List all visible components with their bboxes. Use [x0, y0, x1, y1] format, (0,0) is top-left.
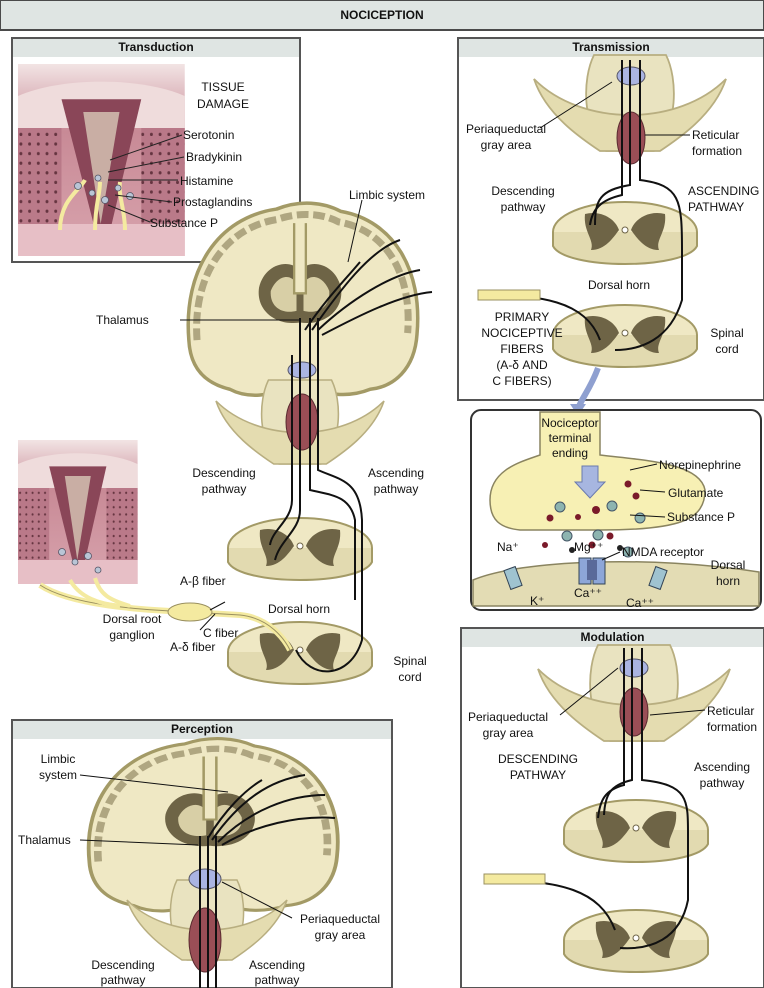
- transmission-reticular-label-line1: Reticular: [692, 128, 739, 142]
- primary-nociceptive-label-line5: C FIBERS): [472, 374, 572, 388]
- norepinephrine-label: Norepinephrine: [659, 458, 741, 472]
- serotonin-label: Serotonin: [183, 128, 234, 142]
- modulation-pag-label-line1: Periaqueductal: [458, 710, 558, 724]
- modulation-reticular-label-line1: Reticular: [707, 704, 754, 718]
- substance-p-label: Substance P: [150, 216, 218, 230]
- primary-nociceptive-label-line1: PRIMARY: [472, 310, 572, 324]
- perception-limbic-label-line2: system: [28, 768, 88, 782]
- tissue-damage-label-line2: DAMAGE: [188, 97, 258, 111]
- transmission-spinal-label-line1: Spinal: [702, 326, 752, 340]
- ca-ion-label-2: Ca⁺⁺: [626, 596, 654, 610]
- transmission-spinal-label-line2: cord: [702, 342, 752, 356]
- page-title: NOCICEPTION: [0, 6, 764, 24]
- spinal-cord-label-line2: cord: [380, 670, 440, 684]
- nociceptor-label-line2: terminal: [540, 431, 600, 445]
- primary-nociceptive-label-line4: (A-δ AND: [472, 358, 572, 372]
- central-ascending-label-line1: Ascending: [356, 466, 436, 480]
- histamine-label: Histamine: [180, 174, 233, 188]
- transmission-reticular-label-line2: formation: [692, 144, 742, 158]
- synapse-dorsal-horn-label-line2: horn: [708, 574, 748, 588]
- na-ion-label: Na⁺: [497, 540, 519, 554]
- perception-descending-label-line2: pathway: [78, 973, 168, 987]
- mg-ion-label: Mg⁺⁺: [574, 540, 603, 554]
- modulation-ascending-label-line1: Ascending: [682, 760, 762, 774]
- modulation-ascending-label-line2: pathway: [682, 776, 762, 790]
- perception-limbic-label-line1: Limbic: [28, 752, 88, 766]
- modulation-reticular-label-line2: formation: [707, 720, 757, 734]
- primary-nociceptive-label-line2: NOCICEPTIVE: [472, 326, 572, 340]
- perception-ascending-label-line2: pathway: [232, 973, 322, 987]
- transmission-descending-label-line1: Descending: [478, 184, 568, 198]
- dorsal-horn-label: Dorsal horn: [268, 602, 330, 616]
- modulation-header: Modulation: [461, 628, 764, 646]
- central-reticular: [286, 394, 318, 450]
- perception-ascending-label-line1: Ascending: [232, 958, 322, 972]
- nociceptor-label-line1: Nociceptor: [540, 416, 600, 430]
- dorsal-root-ganglion-label-line1: Dorsal root: [92, 612, 172, 626]
- transmission-header: Transmission: [458, 38, 764, 56]
- transmission-pag-label-line2: gray area: [456, 138, 556, 152]
- transmission-ascending-label-line1: ASCENDING: [688, 184, 759, 198]
- a-beta-fiber-label: A-β fiber: [180, 574, 226, 588]
- nociceptor-label-line3: ending: [540, 446, 600, 460]
- central-cord-upper: [228, 518, 372, 580]
- thalamus-label: Thalamus: [96, 313, 149, 327]
- perception-descending-label-line1: Descending: [78, 958, 168, 972]
- ca-ion-label-1: Ca⁺⁺: [574, 586, 602, 600]
- transmission-cord-upper: [553, 202, 697, 264]
- transmission-descending-label-line2: pathway: [478, 200, 568, 214]
- glutamate-label: Glutamate: [668, 486, 723, 500]
- bradykinin-label: Bradykinin: [186, 150, 242, 164]
- nmda-receptor-label: NMDA receptor: [622, 545, 704, 559]
- central-ascending-label-line2: pathway: [356, 482, 436, 496]
- modulation-cord-lower: [564, 910, 708, 972]
- perception-pag-label-line1: Periaqueductal: [290, 912, 390, 926]
- modulation-descending-label-line1: DESCENDING: [488, 752, 588, 766]
- modulation-pag-label-line2: gray area: [458, 726, 558, 740]
- transmission-dorsal-horn-label: Dorsal horn: [588, 278, 650, 292]
- limbic-system-label: Limbic system: [349, 188, 425, 202]
- tissue-damage-label-line1: TISSUE: [188, 80, 258, 94]
- perception-pag-label-line2: gray area: [290, 928, 390, 942]
- central-descending-label-line1: Descending: [184, 466, 264, 480]
- perception-thalamus-label: Thalamus: [18, 833, 71, 847]
- k-ion-label: K⁺: [530, 594, 544, 608]
- transmission-pag-label-line1: Periaqueductal: [456, 122, 556, 136]
- transmission-ascending-label-line2: PATHWAY: [688, 200, 744, 214]
- central-descending-label-line2: pathway: [184, 482, 264, 496]
- perception-header: Perception: [12, 720, 392, 738]
- prostaglandins-label: Prostaglandins: [173, 195, 252, 209]
- dorsal-root-ganglion-label-line2: ganglion: [92, 628, 172, 642]
- primary-nociceptive-label-line3: FIBERS: [472, 342, 572, 356]
- modulation-descending-label-line2: PATHWAY: [488, 768, 588, 782]
- synapse-substance-p-label: Substance P: [667, 510, 735, 524]
- a-delta-fiber-label: A-δ fiber: [170, 640, 215, 654]
- synapse-dorsal-horn-label-line1: Dorsal: [708, 558, 748, 572]
- spinal-cord-label-line1: Spinal: [380, 654, 440, 668]
- c-fiber-label: C fiber: [203, 626, 238, 640]
- transduction-header: Transduction: [12, 38, 300, 56]
- central-cord-lower: [228, 622, 372, 684]
